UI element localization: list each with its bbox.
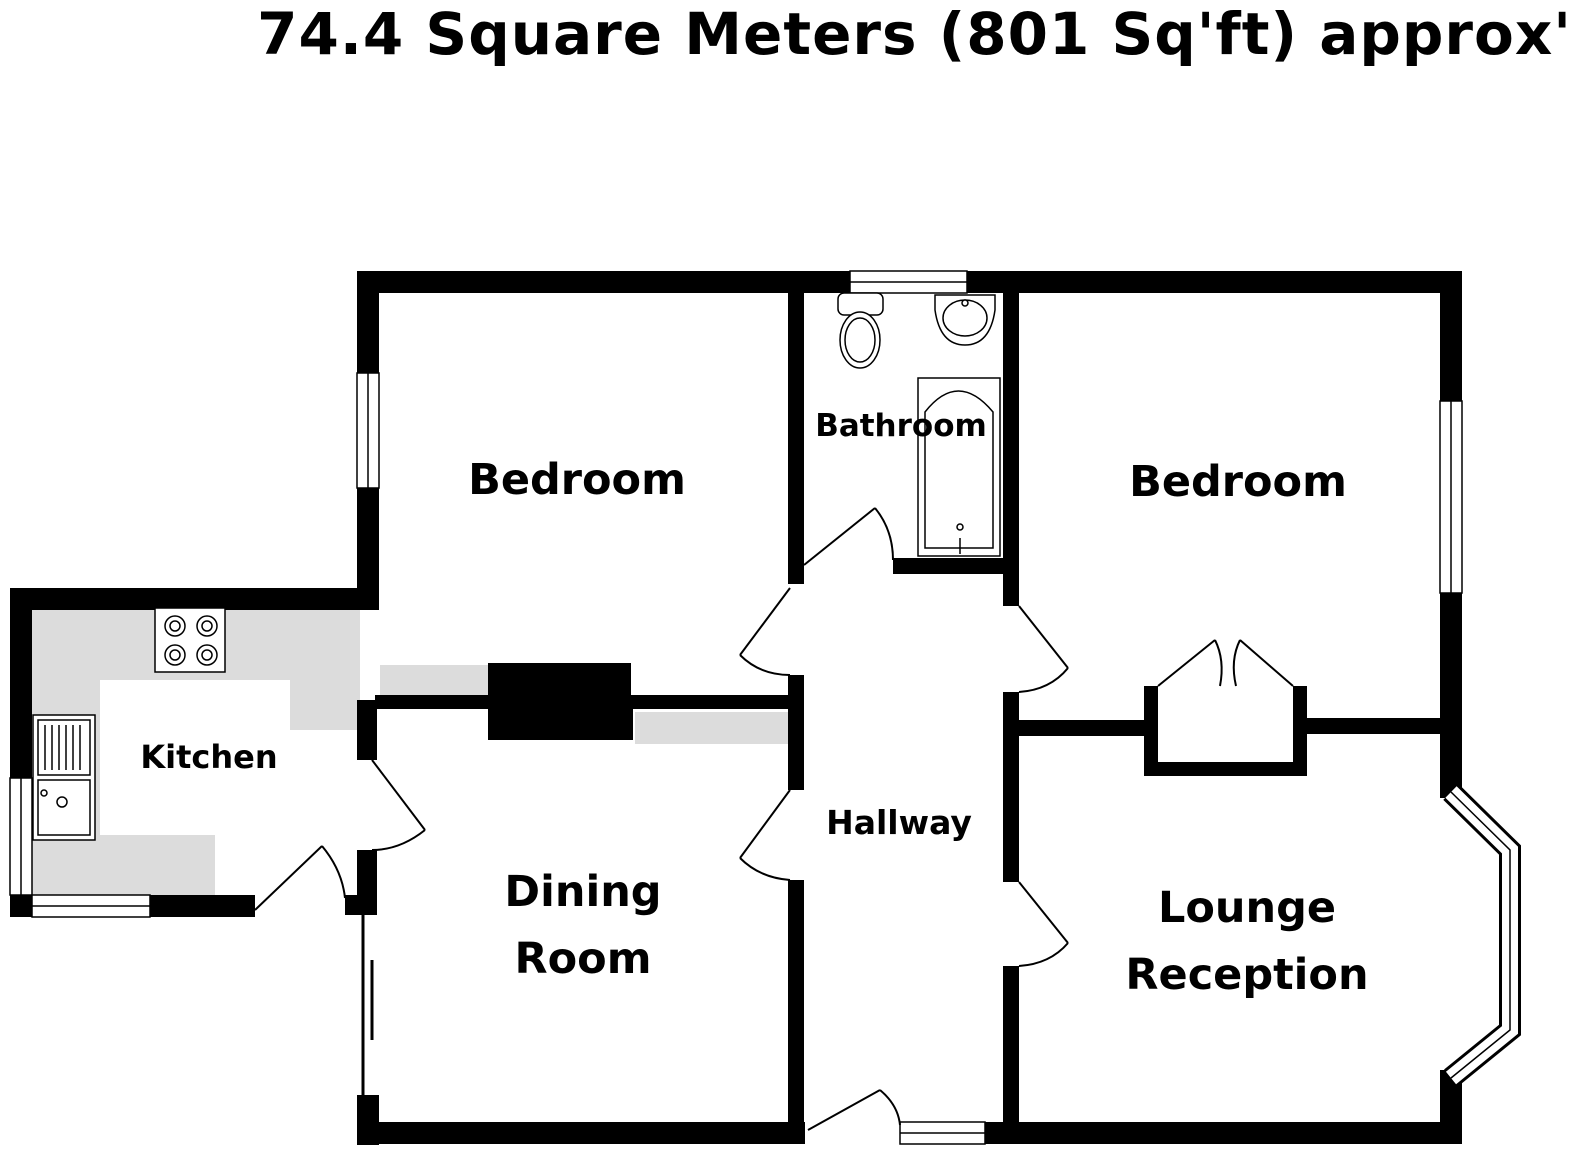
label-bathroom: Bathroom <box>815 408 987 444</box>
page-title: 74.4 Square Meters (801 Sq'ft) approx' <box>257 0 1572 68</box>
label-bedroom-left: Bedroom <box>468 455 686 505</box>
bath-icon <box>917 377 1001 557</box>
label-hallway: Hallway <box>826 803 972 842</box>
label-lounge-line2: Reception <box>1125 950 1368 1000</box>
doors <box>254 507 1294 1131</box>
toilet-icon <box>837 292 884 369</box>
room-labels: Bedroom Bathroom Bedroom Kitchen Dining … <box>140 408 1368 1000</box>
label-dining-line1: Dining <box>504 867 661 917</box>
windows <box>9 270 1463 1145</box>
walls <box>10 271 1462 1145</box>
bay-window <box>1443 784 1521 1087</box>
label-kitchen: Kitchen <box>140 738 277 776</box>
hob-icon <box>154 607 226 673</box>
label-bedroom-right: Bedroom <box>1129 457 1347 507</box>
basin-icon <box>934 294 996 346</box>
sink-icon <box>32 714 96 841</box>
label-dining-line2: Room <box>515 934 652 984</box>
label-lounge-line1: Lounge <box>1158 883 1336 933</box>
dining-left-opening <box>361 915 374 1095</box>
sideboards <box>380 665 790 744</box>
